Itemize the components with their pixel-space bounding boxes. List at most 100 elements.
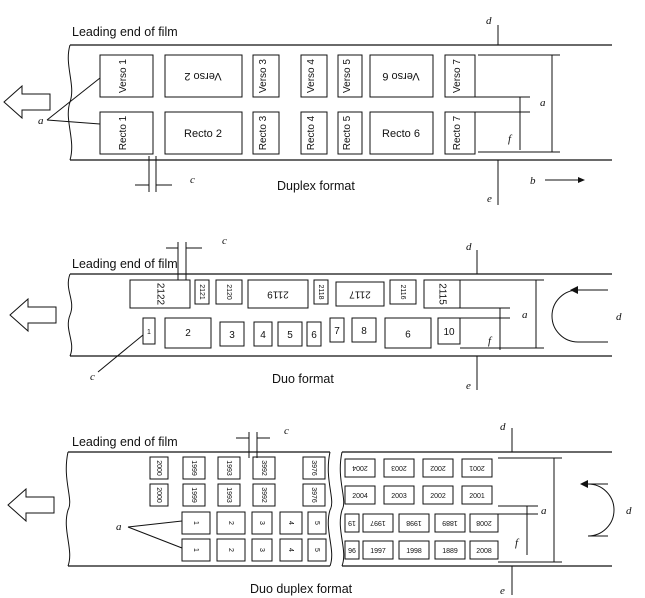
duo-duplex-r3-c1: 1 [192,521,199,525]
duo-duplex-r2-c3: 1993 [225,487,232,503]
duplex-direction-arrow-icon [3,84,51,120]
duo-duplex-r2-c1: 2000 [155,487,162,503]
duo-label-f: f [488,335,493,347]
duplex-label-e: e [487,193,492,205]
duo-duplex-pointer-a-bottom [127,526,183,549]
duo-duplex-r3-c9: 1889 [442,519,458,526]
duo-duplex-label-turn: d [626,505,632,517]
duplex-frame-verso-2 [164,54,243,98]
duo-frame-2117 [335,281,385,307]
duo-label-e: e [466,380,471,392]
duo-duplex-r3-c8: 1998 [406,519,422,526]
duplex-label-b: b [530,175,536,187]
duplex-label-a: a [38,115,44,127]
duo-duplex-r1-c5: 3976 [310,460,317,476]
duo-duplex-r4-c4: 4 [287,548,294,552]
duplex-pointer-a-top [46,77,101,121]
duo-duplex-r4-c8: 1998 [406,548,422,555]
duo-frame-5-label: 5 [287,330,293,341]
duplex-frame-verso-1 [99,54,154,98]
duplex-header: Leading end of film [72,25,178,39]
duplex-pointer-a-bottom [46,119,101,125]
duplex-frame-verso-6 [369,54,434,98]
duo-frame-6 [306,321,322,347]
duo-duplex-label-f: f [515,537,520,549]
duo-section: Leading end of film 2122 2121 2120 2119 … [9,235,622,392]
duo-frame-2-label: 2 [185,328,191,339]
duo-duplex-row-4: 1 2 3 4 5 96 1997 1998 1889 2008 [181,538,499,562]
duplex-frame-verso-3-label: Verso 3 [258,59,269,93]
duo-header: Leading end of film [72,257,178,271]
duplex-frame-verso-6-label: Verso 6 [382,70,419,82]
duo-duplex-label-c: c [284,425,289,437]
duo-frame-3 [219,321,245,347]
duo-label-c-top: c [222,235,227,247]
duplex-frame-recto-1-label: Recto 1 [118,115,129,150]
duplex-frame-recto-4 [300,111,328,155]
duo-label-turn: d [616,311,622,323]
duo-frame-1 [142,317,156,345]
duo-frame-2122 [129,279,191,309]
duo-frame-1-label: 1 [147,329,151,336]
duo-label-c-pointer: c [90,371,95,383]
duo-label-dim-a: a [522,309,528,321]
duo-duplex-r4-c5: 5 [313,548,320,552]
duo-frame-7 [329,317,345,343]
duo-duplex-film-break-left [65,451,71,567]
duo-duplex-r4-c1: 1 [192,548,199,552]
duplex-arrow-b-head-icon [578,177,585,183]
duo-duplex-r1-c8: 2002 [430,464,446,471]
duo-label-d: d [466,241,472,253]
duplex-label-d: d [486,15,492,27]
duo-duplex-label-d: d [500,421,506,433]
duo-frame-2120 [215,279,243,305]
duo-frame-2119 [247,279,309,309]
duo-frame-6-label: 6 [311,330,317,341]
duplex-frame-recto-6 [369,111,434,155]
duplex-label-f: f [508,133,513,145]
duo-duplex-row-3: 1 2 3 4 5 19 1997 1998 1889 2008 [181,511,499,535]
duo-duplex-row-2: 2000 1999 1993 3992 3976 2004 2003 2002 … [149,483,493,507]
duo-duplex-direction-arrow-icon [7,487,55,523]
duo-frame-2121-label: 2121 [198,284,205,300]
duo-frame-2122-label: 2122 [154,283,165,306]
duo-duplex-r2-c7: 2003 [391,493,407,500]
duo-duplex-r3-c6: 19 [348,519,356,526]
duo-frame-2115 [423,279,461,309]
duo-duplex-r4-c7: 1997 [370,548,386,555]
duplex-frame-verso-2-label: Verso 2 [184,70,221,82]
duo-pointer-c [97,334,144,373]
duplex-frame-verso-5 [337,54,363,98]
duo-duplex-header: Leading end of film [72,435,178,449]
duo-duplex-r4-c3: 3 [258,548,265,552]
duo-uturn-icon [551,289,608,343]
duo-duplex-r3-c10: 2008 [476,519,492,526]
duo-duplex-r2-c5: 3976 [310,487,317,503]
duplex-frame-verso-4-label: Verso 4 [306,59,317,93]
duo-duplex-r3-c4: 4 [287,521,294,525]
duo-duplex-r2-c4: 3992 [260,487,267,503]
duo-frame-9-label: 9 [405,327,411,338]
duplex-label-dim-a: a [540,97,546,109]
duplex-frame-verso-7 [444,54,476,98]
duo-duplex-r2-c2: 1999 [190,487,197,503]
duo-frame-10-label: 10 [443,327,455,338]
duo-duplex-r2-c9: 2001 [469,493,485,500]
duo-duplex-r3-c5: 5 [313,521,320,525]
duo-duplex-r2-c6: 2004 [352,493,368,500]
duo-frame-2119-label: 2119 [267,288,289,299]
duplex-frame-recto-3 [252,111,280,155]
duo-duplex-r3-c3: 3 [258,521,265,525]
duo-film-break [67,273,73,357]
duo-duplex-r1-c7: 2003 [391,464,407,471]
duo-duplex-r4-c10: 2008 [476,548,492,555]
duo-duplex-caption: Duo duplex format [250,582,353,596]
duplex-frame-recto-1 [99,111,154,155]
duplex-frame-recto-5-label: Recto 5 [342,115,353,150]
duo-frame-2 [164,317,212,349]
duo-frame-8 [351,317,377,343]
duo-duplex-r1-c6: 2004 [352,464,368,471]
duplex-frame-recto-7-label: Recto 7 [452,115,463,150]
duo-frame-2121 [194,279,210,305]
